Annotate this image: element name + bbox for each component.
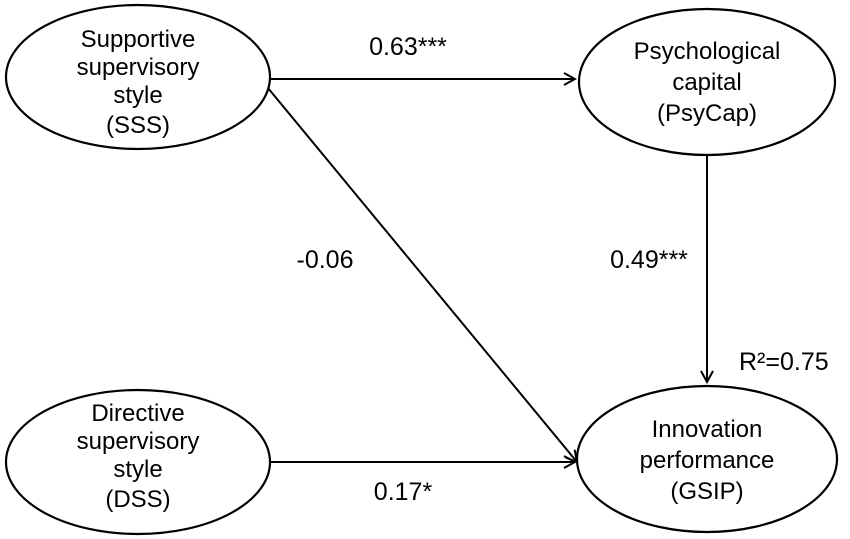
node-sss-label-line-3: style [113,82,162,109]
node-dss-label-line-1: Directive [91,400,184,427]
edge-label-dss-gsip: 0.17* [374,478,433,506]
node-dss-label-line-3: style [113,456,162,483]
node-psycap-label-line-3: (PsyCap) [657,100,757,127]
node-psycap-label-line-1: Psychological [634,38,781,65]
node-dss: Directive supervisory style (DSS) [4,388,272,536]
edge-sss-to-gsip [262,81,577,462]
node-sss-label-line-2: supervisory [77,54,200,81]
node-gsip-label-line-2: performance [640,447,775,474]
node-dss-label-line-2: supervisory [77,428,200,455]
node-gsip: Innovation performance (GSIP) [575,384,839,534]
edge-label-psycap-gsip: 0.49*** [610,246,688,274]
node-psycap: Psychological capital (PsyCap) [577,7,837,157]
edge-label-sss-psycap: 0.63*** [369,33,447,61]
edge-label-sss-gsip: -0.06 [297,246,354,274]
node-gsip-label-line-3: (GSIP) [670,478,743,505]
node-gsip-label-line-1: Innovation [652,416,763,443]
node-psycap-label-line-2: capital [672,69,741,96]
r-squared-label: R²=0.75 [739,348,829,376]
node-sss-label-line-1: Supportive [81,26,196,53]
node-sss-label-line-4: (SSS) [106,112,170,139]
node-dss-label-line-4: (DSS) [105,486,170,513]
node-sss: Supportive supervisory style (SSS) [4,3,272,151]
